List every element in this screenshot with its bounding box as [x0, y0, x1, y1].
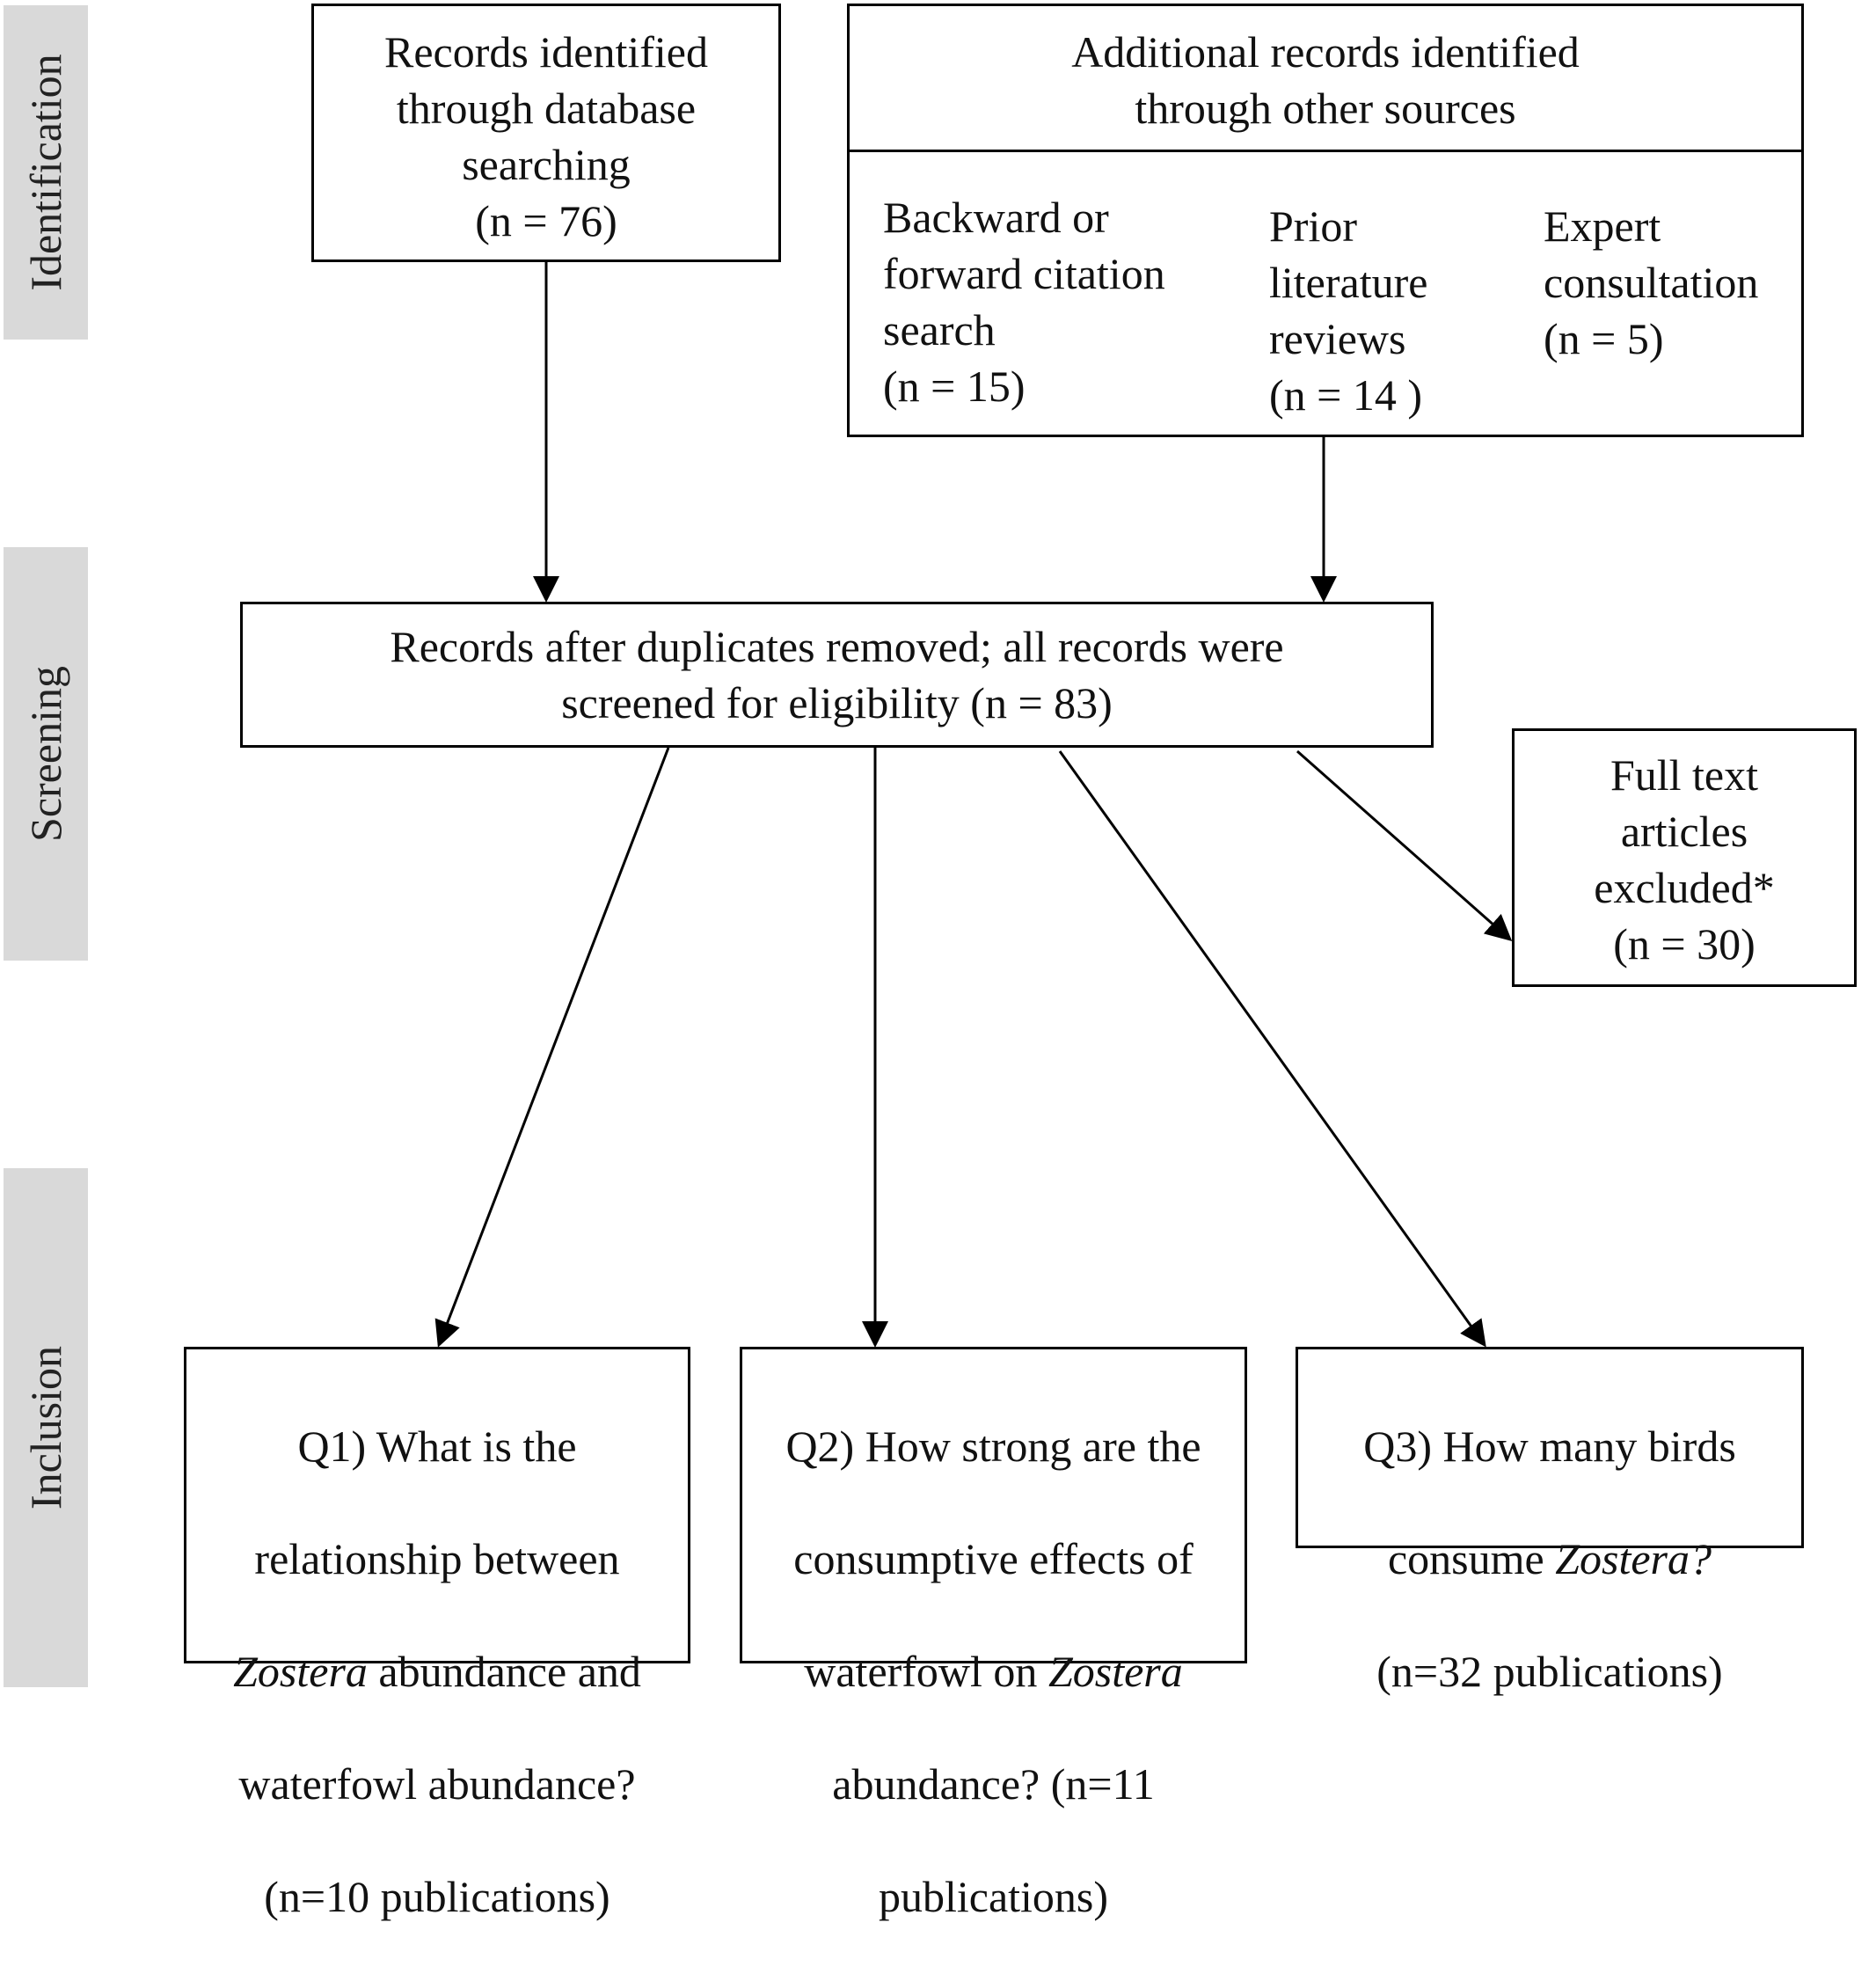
q2-genus: Zostera: [1047, 1647, 1183, 1696]
q2-line3: waterfowl on Zostera: [742, 1643, 1245, 1700]
database-records-text: Records identified through database sear…: [384, 27, 708, 245]
deduplicated-records-box: Records after duplicates removed; all re…: [240, 602, 1434, 748]
q1-line4: waterfowl abundance?: [238, 1759, 636, 1809]
q2-line4: abundance? (n=11: [832, 1759, 1155, 1809]
connector-arrows: [434, 262, 1513, 1348]
other-sources-divider: [850, 150, 1801, 152]
q1-line3: Zostera abundance and: [186, 1643, 688, 1700]
database-records-box: Records identified through database sear…: [311, 4, 781, 262]
stage-band-identification: Identification: [4, 5, 88, 340]
q1-line2: relationship between: [254, 1534, 620, 1583]
q3-line2: consume Zostera?: [1298, 1531, 1801, 1587]
arrow-screening-to-q3: [1058, 750, 1486, 1348]
prior-reviews-text: Prior literature reviews (n = 14 ): [1269, 201, 1428, 420]
other-sources-box: Additional records identified through ot…: [847, 4, 1804, 437]
stage-band-screening: Screening: [4, 547, 88, 961]
expert-consultation-text: Expert consultation (n = 5): [1544, 201, 1759, 363]
q2-line3-start: waterfowl on: [804, 1647, 1048, 1696]
q3-line2-start: consume: [1387, 1534, 1556, 1583]
arrow-screening-to-excluded: [1296, 749, 1513, 941]
other-sources-header: Additional records identified through ot…: [1071, 27, 1580, 133]
q2-line5: publications): [878, 1872, 1109, 1921]
q3-text: Q3) How many birds consume Zostera? (n=3…: [1298, 1349, 1801, 1756]
q3-line1: Q3) How many birds: [1363, 1422, 1736, 1471]
q3-line3: (n=32 publications): [1376, 1647, 1723, 1696]
q1-genus: Zostera: [233, 1647, 368, 1696]
citation-search-text: Backward or forward citation search (n =…: [883, 193, 1165, 411]
q3-box: Q3) How many birds consume Zostera? (n=3…: [1296, 1347, 1804, 1696]
excluded-articles-text: Full text articles excluded* (n = 30): [1594, 750, 1775, 969]
deduplicated-records-text: Records after duplicates removed; all re…: [390, 622, 1284, 727]
q2-line2: consumptive effects of: [793, 1534, 1193, 1583]
q1-line1: Q1) What is the: [297, 1422, 577, 1471]
stage-band-inclusion: Inclusion: [4, 1168, 88, 1687]
q3-genus: Zostera?: [1555, 1534, 1712, 1583]
excluded-articles-box: Full text articles excluded* (n = 30): [1512, 728, 1857, 987]
q1-line3-rest: abundance and: [367, 1647, 641, 1696]
arrow-screening-to-q1: [434, 747, 670, 1348]
q2-line1: Q2) How strong are the: [785, 1422, 1201, 1471]
q1-line5: (n=10 publications): [264, 1872, 610, 1921]
